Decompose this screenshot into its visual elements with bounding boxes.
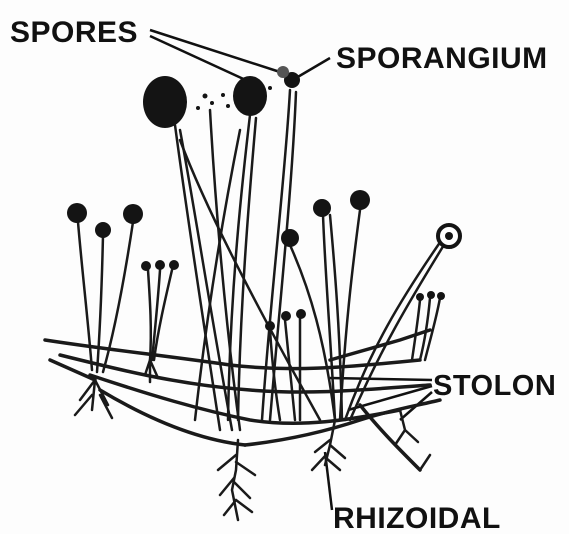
sporangium-small-2 [155,260,165,270]
sporangium-right-1 [313,199,331,217]
spore-dot [196,106,200,110]
sporangium-large-center [233,76,267,116]
sporangium-right-2 [350,190,370,210]
spore-dot [203,94,208,99]
sporangium-top-right-b [277,66,289,78]
sporangium-small-1 [141,261,151,271]
sporangium-right-3 [281,229,299,247]
spore-dot [268,86,272,90]
sporangium-left-3 [123,204,143,224]
sporangium-fr-1 [416,293,424,301]
leader-sporangium [296,58,330,78]
sporangium-small-3 [169,260,179,270]
sporangium-left-1 [67,203,87,223]
leader-stolon-a [330,378,432,380]
rhizoids [75,360,430,520]
spore-dot [226,104,230,108]
spore-dot [221,93,225,97]
sporangium-mid-3 [296,309,306,319]
sporangium-large-left [143,76,187,128]
sporangium-mid-2 [281,311,291,321]
spore-dot [210,101,214,105]
sporangium-far-right-core [445,232,453,240]
sporangium-fr-3 [437,292,445,300]
label-rhizoidal: RHIZOIDAL [333,502,501,534]
sporangium-fr-2 [427,291,435,299]
sporangium-mid-1 [265,321,275,331]
label-spores: SPORES [10,16,138,49]
label-sporangium: SPORANGIUM [336,42,548,75]
label-stolon: STOLON [433,370,556,402]
sporangium-left-2 [95,222,111,238]
leader-spores-b [150,36,250,82]
sporangia [67,66,460,331]
